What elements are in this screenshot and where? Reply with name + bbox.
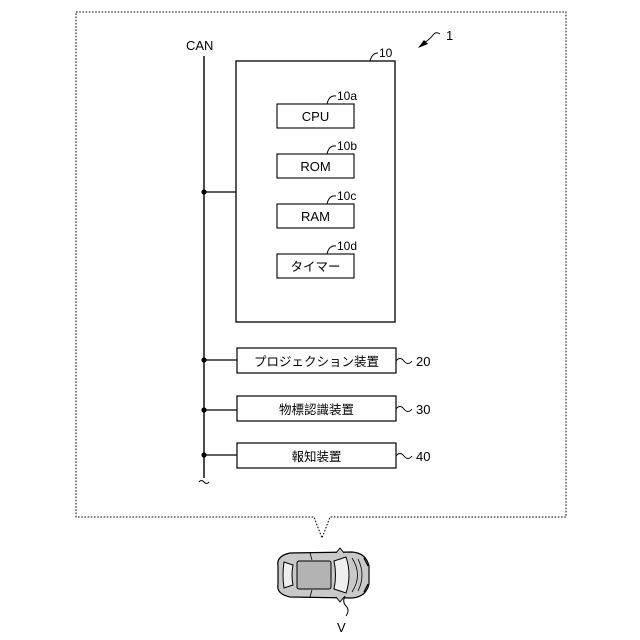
- projection-ref-label: 20: [416, 354, 430, 369]
- car-windshield: [334, 557, 349, 593]
- target-recognition-bus-node: [201, 407, 206, 412]
- controller-ref-leader: [370, 53, 378, 61]
- system-ref-label: 1: [446, 28, 453, 43]
- timer-ref-label: 10d: [337, 239, 357, 253]
- timer-ref-leader: [327, 246, 336, 254]
- rom-ref-leader: [327, 146, 336, 154]
- car-roof: [297, 561, 331, 589]
- notification-device-label: 報知装置: [291, 449, 341, 464]
- rom-label: ROM: [300, 159, 330, 174]
- controller-ref-label: 10: [379, 46, 393, 60]
- target-recognition-device-label: 物標認識装置: [279, 402, 354, 417]
- controller-bus-node: [201, 189, 206, 194]
- ram-label: RAM: [301, 209, 330, 224]
- controller-box: [236, 61, 395, 322]
- target-recognition-ref-leader: [396, 407, 412, 412]
- ram-ref-leader: [327, 196, 336, 204]
- cpu-label: CPU: [302, 109, 329, 124]
- car-rear-window: [283, 562, 293, 588]
- can-bus-label: CAN: [186, 38, 213, 53]
- car-mirror-left: [336, 548, 344, 553]
- timer-label: タイマー: [290, 259, 340, 274]
- rom-ref-label: 10b: [337, 139, 357, 153]
- cpu-ref-leader: [327, 96, 336, 104]
- vehicle-ref-leader: [344, 596, 348, 616]
- target-recognition-ref-label: 30: [416, 402, 430, 417]
- projection-ref-leader: [396, 359, 412, 364]
- notification-ref-label: 40: [416, 449, 430, 464]
- ram-ref-label: 10c: [337, 189, 356, 203]
- system-ref-leader: [424, 33, 440, 43]
- projection-device-label: プロジェクション装置: [254, 354, 379, 369]
- can-bus-break: [199, 481, 209, 484]
- projection-bus-node: [201, 357, 206, 362]
- cpu-ref-label: 10a: [337, 89, 357, 103]
- notification-ref-leader: [396, 454, 412, 459]
- notification-bus-node: [201, 452, 206, 457]
- vehicle-illustration: [278, 548, 369, 602]
- car-mirror-right: [336, 597, 344, 602]
- vehicle-ref-label: V: [337, 620, 346, 635]
